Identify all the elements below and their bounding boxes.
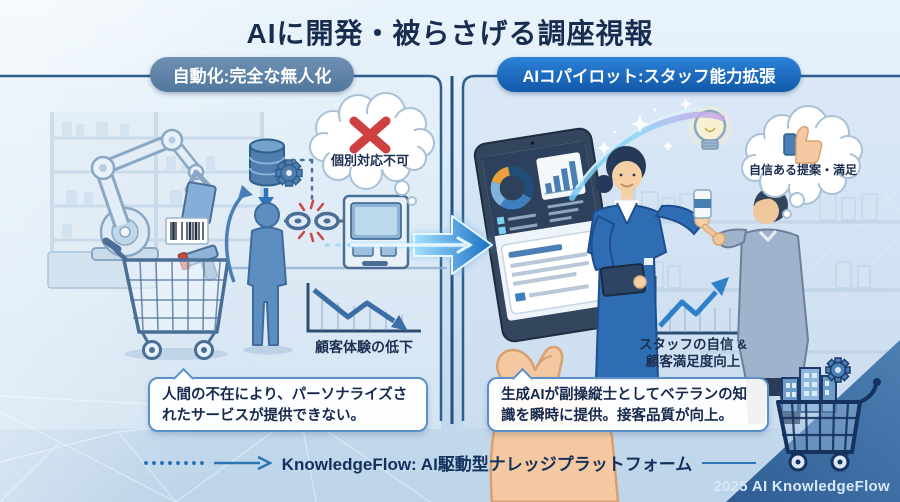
robot-arm [90, 128, 217, 261]
left-thought-bubble-text: 個別対応不可 [330, 153, 409, 168]
bar-chart-icon [536, 152, 586, 200]
shopping-cart [102, 237, 230, 360]
barcode-icon [165, 217, 209, 245]
kiosk [342, 194, 410, 270]
dotted-line [143, 460, 204, 465]
footer-tagline: KnowledgeFlow: AI駆動型ナレッジプラットフォーム [281, 455, 693, 474]
sparkle-icon [597, 98, 692, 155]
product-item [693, 189, 712, 219]
growth-chart-caption: スタッフの自信 & 顧客満足度向上 [618, 336, 768, 370]
credit-text: 2025 AI KnowledgeFlow [713, 478, 890, 495]
corner-banner [726, 340, 900, 502]
right-panel-header: AIコパイロット:スタッフ能力拡張 [497, 57, 801, 92]
person-silhouette [243, 202, 293, 355]
thumbs-up-icon [783, 126, 823, 164]
gear-icon-corner [825, 357, 851, 383]
x-icon [349, 116, 391, 154]
right-thought-bubble-text: 自信ある提案・満足 [748, 163, 857, 177]
broken-chain-icon [284, 199, 344, 243]
growth-chart-caption-line2: 顧客満足度向上 [645, 354, 741, 369]
footer-tagline-row: KnowledgeFlow: AI駆動型ナレッジプラットフォーム [0, 450, 900, 475]
decline-chart-caption: 顧客体験の低下 [315, 339, 413, 355]
transition-arrow-icon [324, 213, 494, 277]
growth-chart-caption-line1: スタッフの自信 & [639, 337, 747, 352]
sparkle-trail [569, 98, 725, 201]
right-panel-header-label: AIコパイロット:スタッフ能力拡張 [522, 67, 776, 86]
thought-bubble-left [309, 92, 435, 206]
donut-chart-icon [490, 166, 534, 210]
arrow-right-icon [213, 455, 272, 470]
gear-icon [275, 159, 303, 187]
right-summary-box: 生成AIが副操縦士としてベテランの知識を瞬時に提供。接客品質が向上。 [487, 377, 769, 432]
cart-logo [776, 378, 881, 472]
dashed-connector [290, 158, 314, 206]
staff-figure [587, 146, 712, 381]
tablet-document-card [501, 230, 605, 315]
decline-chart-icon [306, 283, 421, 333]
page-title: AIに開発・被らさげる調座視報 [246, 18, 654, 49]
store-shelves-left [50, 112, 264, 252]
left-panel-header: 自動化:完全な無人化 [150, 57, 354, 92]
left-panel-header-label: 自動化:完全な無人化 [172, 67, 332, 86]
solid-line [702, 461, 757, 464]
data-flow-arrow [224, 185, 253, 283]
left-summary-box: 人間の不在により、パーソナライズされたサービスが提供できない。 [148, 377, 428, 432]
tablet-list-lines [496, 199, 584, 235]
